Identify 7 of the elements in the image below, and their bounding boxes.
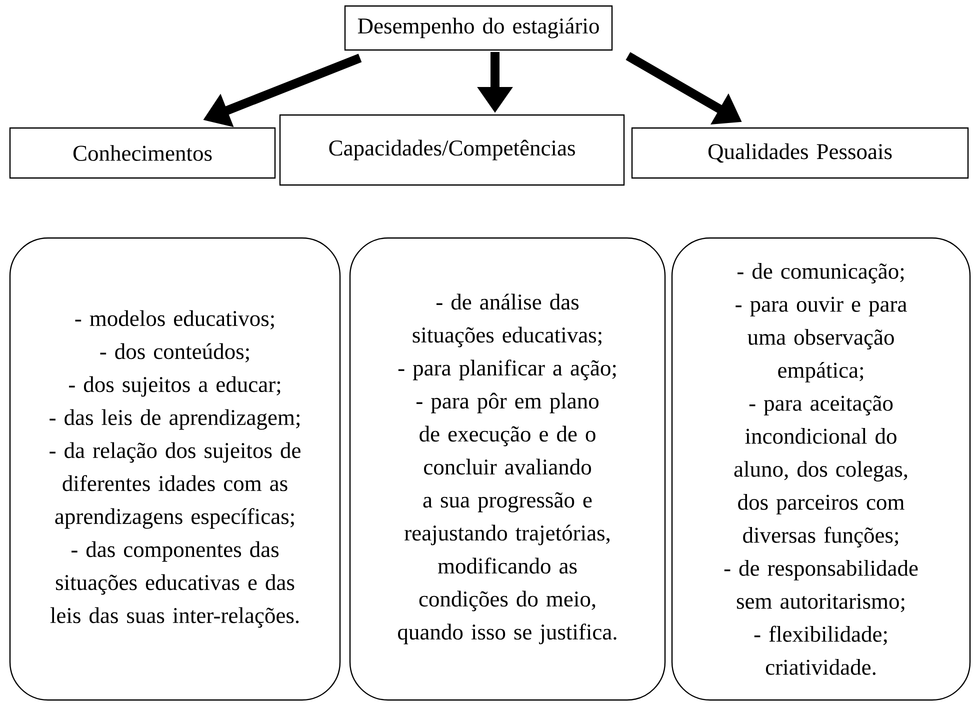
- heading-box: Desempenho do estagiário: [344, 5, 613, 51]
- list-box: - de comunicação; - para ouvir e para uma observação empática; - para aceitação incondicional do aluno, dos colegas, dos parceiros com diversas funções; - de responsabilidade sem autoritarismo; - flexibilidade; criatividade.: [671, 237, 971, 701]
- list-box: - de análise das situações educativas; - para planificar a ação; - para pôr em plano de execução e de o concluir avaliando a sua progressão e reajustando trajetórias, modificando as condições do meio, quando isso se justifica.: [349, 237, 666, 701]
- heading-box: Qualidades Pessoais: [631, 127, 969, 179]
- heading-box: Conhecimentos: [9, 127, 276, 179]
- list-box: - modelos educativos; - dos conteúdos; - dos sujeitos a educar; - das leis de aprendizagem; - da relação dos sujeitos de diferentes idades com as aprendizagens específicas; - das componentes das situações educativas e das leis das suas inter-relações.: [9, 237, 341, 701]
- heading-box: Capacidades/Competências: [279, 114, 625, 186]
